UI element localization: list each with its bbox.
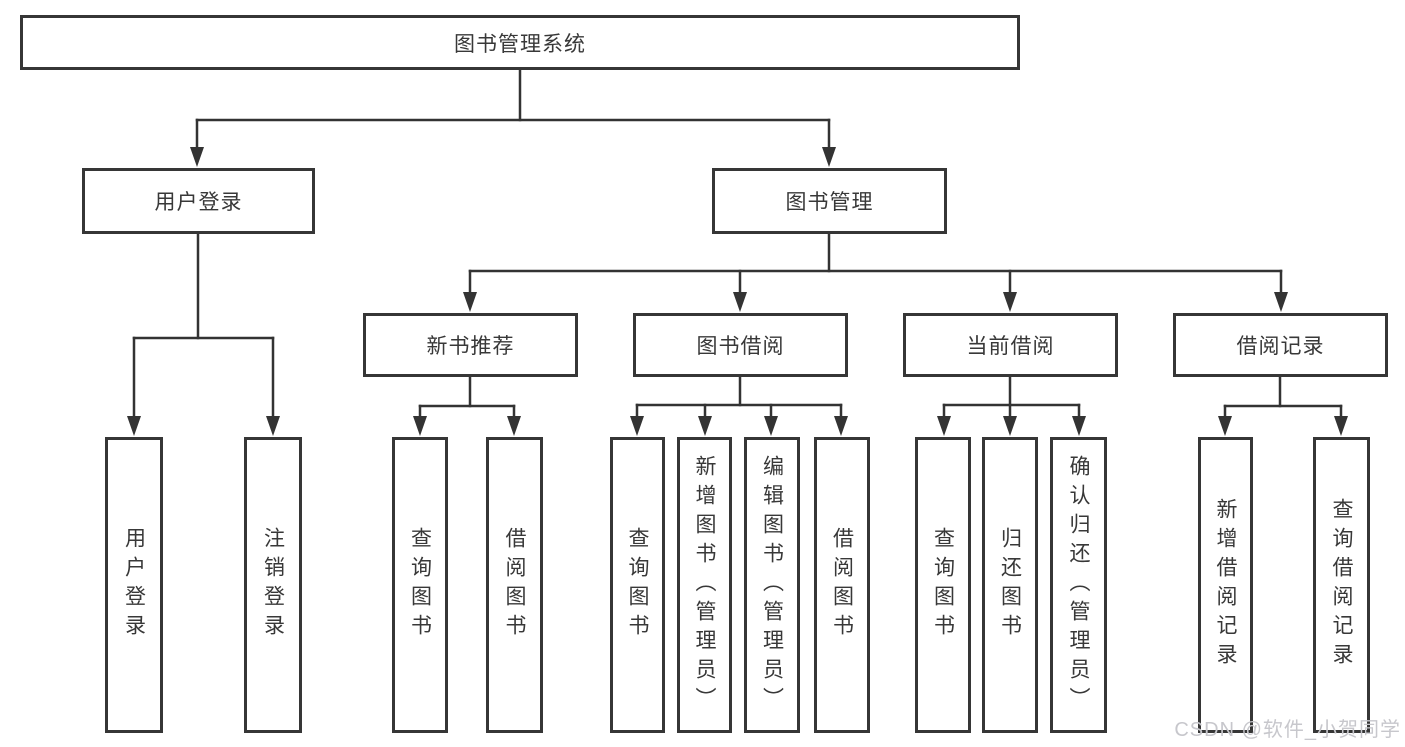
leaf-user-login: 用户登录 (105, 437, 163, 733)
node-book-management: 图书管理 (712, 168, 947, 234)
leaf-add-borrow-record: 新增借阅记录 (1198, 437, 1253, 733)
leaf-query-books-recommend-label: 查询图书 (408, 527, 432, 643)
leaf-query-books-current-label: 查询图书 (931, 527, 955, 643)
leaf-borrow-books: 借阅图书 (814, 437, 870, 733)
leaf-borrow-books-recommend: 借阅图书 (486, 437, 543, 733)
leaf-edit-book-admin: 编辑图书（管理员） (744, 437, 800, 733)
leaf-return-books: 归还图书 (982, 437, 1038, 733)
leaf-query-books-borrowing-label: 查询图书 (626, 527, 649, 643)
node-user-login: 用户登录 (82, 168, 315, 234)
leaf-add-borrow-record-label: 新增借阅记录 (1214, 498, 1237, 672)
node-book-management-label: 图书管理 (785, 191, 874, 214)
node-library-system-label: 图书管理系统 (454, 32, 586, 56)
node-user-login-label: 用户登录 (154, 191, 243, 214)
node-borrowing-records-label: 借阅记录 (1236, 335, 1325, 358)
leaf-query-books-recommend: 查询图书 (392, 437, 448, 733)
node-new-book-recommend-label: 新书推荐 (426, 335, 515, 358)
leaf-query-books-borrowing: 查询图书 (610, 437, 665, 733)
leaf-logout-label: 注销登录 (261, 527, 285, 643)
node-current-borrowing: 当前借阅 (903, 313, 1118, 377)
node-library-system: 图书管理系统 (20, 15, 1020, 70)
leaf-logout: 注销登录 (244, 437, 302, 733)
leaf-confirm-return-admin: 确认归还（管理员） (1050, 437, 1107, 733)
leaf-add-book-admin-label: 新增图书（管理员） (693, 454, 716, 716)
node-new-book-recommend: 新书推荐 (363, 313, 578, 377)
node-book-borrowing-label: 图书借阅 (696, 335, 785, 358)
leaf-borrow-books-label: 借阅图书 (830, 527, 854, 643)
leaf-user-login-label: 用户登录 (122, 527, 146, 643)
node-borrowing-records: 借阅记录 (1173, 313, 1388, 377)
leaf-edit-book-admin-label: 编辑图书（管理员） (760, 454, 784, 716)
leaf-borrow-books-recommend-label: 借阅图书 (503, 527, 526, 643)
leaf-query-borrow-record-label: 查询借阅记录 (1330, 498, 1353, 672)
node-book-borrowing: 图书借阅 (633, 313, 848, 377)
leaf-add-book-admin: 新增图书（管理员） (677, 437, 732, 733)
leaf-confirm-return-admin-label: 确认归还（管理员） (1067, 454, 1090, 716)
leaf-return-books-label: 归还图书 (998, 527, 1022, 643)
watermark-text: CSDN @软件_小贺同学 (1174, 719, 1401, 741)
leaf-query-books-current: 查询图书 (915, 437, 971, 733)
node-current-borrowing-label: 当前借阅 (966, 335, 1055, 358)
leaf-query-borrow-record: 查询借阅记录 (1313, 437, 1370, 733)
